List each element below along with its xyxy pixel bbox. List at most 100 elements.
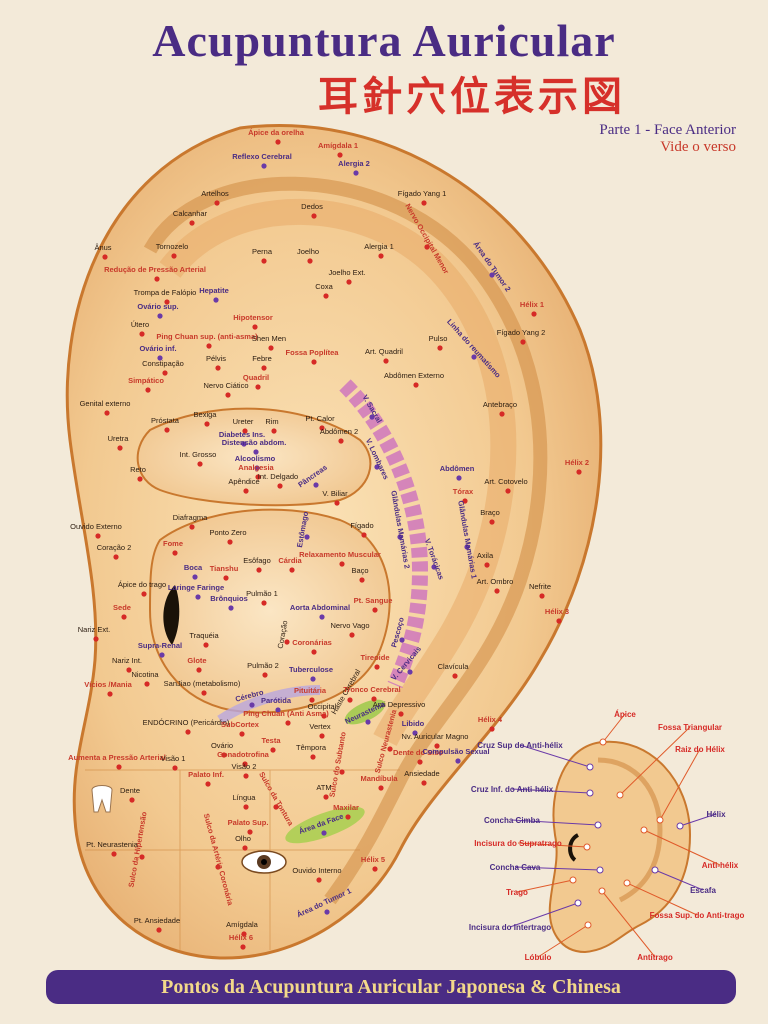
apice-marker xyxy=(599,738,607,746)
point-label-vertex: Vertex xyxy=(309,722,331,731)
diabetes-ins-dot xyxy=(241,441,247,447)
point-label-olho: Olho xyxy=(235,834,251,843)
point-label-diafragma: Diafragma xyxy=(173,513,208,522)
point-label-cardia: Cárdia xyxy=(278,556,302,565)
lobulo-leader-line xyxy=(537,924,589,958)
ureter-dot xyxy=(242,428,248,434)
point-label-apendice: Apêndice xyxy=(228,477,259,486)
point-label-pulmao-2: Pulmão 2 xyxy=(247,661,279,670)
point-label-helix-2: Hélix 2 xyxy=(565,458,589,467)
point-label-anti-depressivo: Anti Depressivo xyxy=(373,700,426,709)
point-label-int-grosso: Int. Grosso xyxy=(180,450,217,459)
point-label-pt-calor: Pt. Calor xyxy=(305,414,335,423)
point-label-v-biliar: V. Biliar xyxy=(322,489,348,498)
axila-dot xyxy=(484,562,490,568)
endocrino-dot xyxy=(185,729,191,735)
abdomen-dot xyxy=(456,475,462,481)
raiz-helix-leader-line xyxy=(659,748,701,821)
calcanhar-dot xyxy=(189,220,195,226)
point-label-prostata: Próstata xyxy=(151,416,180,425)
helix-1-dot xyxy=(531,311,537,317)
ponto-zero-dot xyxy=(227,539,233,545)
cruz-sup-marker xyxy=(586,763,594,771)
point-label-nervo-vago: Nervo Vago xyxy=(330,621,369,630)
mini-label-anti-helix: Anti-hélix xyxy=(702,861,739,870)
hipotensor-dot xyxy=(252,324,258,330)
point-label-ping-chuan-sup: Ping Chuan sup. (anti-asma) xyxy=(156,332,258,341)
diafragma-dot xyxy=(189,524,195,530)
quadril-dot xyxy=(255,384,261,390)
point-label-subcortex: SubCortex xyxy=(221,720,260,729)
glandulas-mamarias-1-dot xyxy=(464,544,470,550)
point-label-antebraco: Antebraço xyxy=(483,400,517,409)
antitrago-marker xyxy=(598,887,606,895)
febre-dot xyxy=(261,365,267,371)
mini-label-cruz-sup: Cruz Sup do Anti-hélix xyxy=(477,741,563,750)
alergia-2-dot xyxy=(353,170,359,176)
coracao-dot xyxy=(284,639,290,645)
parotida-dot xyxy=(275,707,281,713)
testa-dot xyxy=(270,747,276,753)
area-tumor-2-dot xyxy=(489,272,495,278)
lingua-dot xyxy=(243,804,249,810)
point-label-coxa: Coxa xyxy=(315,282,333,291)
point-label-glote: Glote xyxy=(187,656,206,665)
point-label-braco: Braço xyxy=(480,508,500,517)
pt-ansiedade-dot xyxy=(156,927,162,933)
point-label-fossa-poplitea: Fossa Poplítea xyxy=(286,348,340,357)
point-label-joelho: Joelho xyxy=(297,247,319,256)
palato-sup-dot xyxy=(247,829,253,835)
distensao-abdom-dot xyxy=(253,449,259,455)
point-label-reducao-pressao: Redução de Pressão Arterial xyxy=(104,265,206,274)
v-lombares-dot xyxy=(374,464,380,470)
point-label-nefrite: Nefrite xyxy=(529,582,551,591)
incisura-intertrago-leader-line xyxy=(509,902,579,928)
point-label-coracao-2: Coração 2 xyxy=(97,543,132,552)
point-label-laringe-faringe: Laringe Faringe xyxy=(168,583,224,592)
point-label-occipital: Occipital xyxy=(308,702,337,711)
point-label-calcanhar: Calcanhar xyxy=(173,209,208,218)
ansiedade-dot xyxy=(421,780,427,786)
nariz-ext-dot xyxy=(93,636,99,642)
apice-trago-dot xyxy=(141,591,147,597)
point-label-bexiga: Bexiga xyxy=(194,410,218,419)
tuberculose-dot xyxy=(310,676,316,682)
point-label-ureter: Ureter xyxy=(233,417,254,426)
point-label-alergia-2: Alergia 2 xyxy=(338,159,370,168)
area-face-dot xyxy=(321,830,327,836)
v-toracicas-dot xyxy=(431,564,437,570)
fossa-triangular-leader-line xyxy=(619,726,691,796)
point-label-figado-yang-2: Fígado Yang 2 xyxy=(497,328,546,337)
trago-leader-line xyxy=(516,879,574,893)
point-label-maxilar: Maxilar xyxy=(333,803,359,812)
point-label-visao-2: Visão 2 xyxy=(232,762,257,771)
point-label-pulso: Pulso xyxy=(429,334,448,343)
braco-dot xyxy=(489,519,495,525)
point-label-nariz-ext: Nariz Ext. xyxy=(78,625,111,634)
point-label-quadril: Quadril xyxy=(243,373,269,382)
mini-label-incisura-supratrago: Incisura do Supratrago xyxy=(474,839,562,848)
point-label-dente-siso: Dente do Siso xyxy=(393,748,443,757)
helix-leader-line xyxy=(679,813,717,827)
dente-siso-dot xyxy=(417,759,423,765)
point-label-perna: Perna xyxy=(252,247,273,256)
point-label-simpatico: Simpático xyxy=(128,376,164,385)
pituitaria-dot xyxy=(309,697,315,703)
point-label-analgesia: Analgesia xyxy=(238,463,274,472)
part-label: Parte 1 - Face Anterior xyxy=(599,122,736,138)
mini-label-fossa-triangular: Fossa Triangular xyxy=(658,723,722,732)
point-label-bronquios: Brônquios xyxy=(210,594,248,603)
subcortex-dot xyxy=(239,731,245,737)
mini-label-escafa: Escafa xyxy=(690,886,716,895)
raiz-helix-marker xyxy=(656,816,664,824)
point-label-figado: Fígado xyxy=(350,521,373,530)
nervo-vago-dot xyxy=(349,632,355,638)
sulco-hipertensao-dot xyxy=(139,854,145,860)
point-label-endocrino: ENDÓCRINO (Pericárdio) xyxy=(143,718,230,727)
ping-chuan-sup-dot xyxy=(206,343,212,349)
point-label-pt-neurastenia: Pt. Neurastenia xyxy=(86,840,139,849)
incisura-intertrago-marker xyxy=(574,899,582,907)
point-label-utero: Útero xyxy=(131,320,149,329)
olho-dot xyxy=(242,845,248,851)
point-label-dedos: Dedos xyxy=(301,202,323,211)
